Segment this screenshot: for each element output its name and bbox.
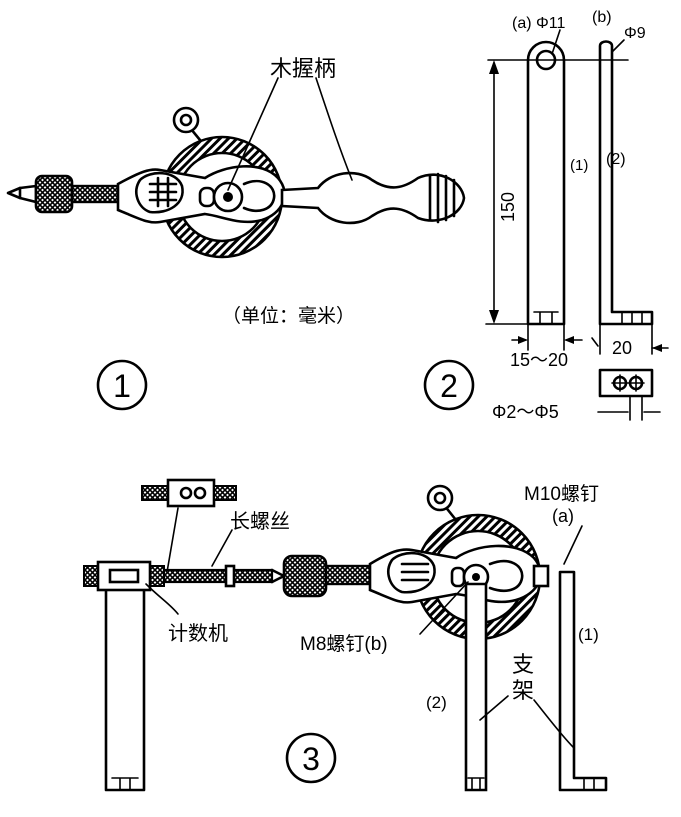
counter-detail: [141, 478, 237, 508]
assembly-shaft: [324, 564, 374, 586]
figure-1-number-circle: [96, 359, 148, 411]
part-1-label: (1): [570, 157, 588, 174]
wooden-handle: [280, 171, 466, 225]
drill-shaft: [70, 184, 122, 204]
m10-screw-a-label: (a): [552, 506, 574, 526]
long-screw-label: 长螺丝: [230, 509, 290, 533]
m10-screw-label: M10螺钉: [524, 483, 599, 505]
figure-1-number: 1: [113, 368, 131, 404]
hole-a-label: (a) Φ11: [512, 15, 565, 32]
counter-device: [83, 560, 165, 592]
drill-chuck: [34, 174, 74, 214]
hole-plate: [597, 368, 661, 421]
hole-b-label: (b): [592, 9, 612, 26]
figure-3-assembly: 长螺丝 计数机: [83, 478, 608, 792]
figure-1-hand-drill: 木握柄 （单位：毫米） 1: [6, 57, 466, 411]
handle-leader-1: [227, 77, 279, 191]
crank-handle: [172, 106, 202, 142]
assembly-part-2-label: (2): [426, 693, 447, 712]
left-stand: [104, 568, 146, 792]
bracket-2: [598, 40, 654, 326]
assembly-frame: [368, 544, 550, 604]
bracket-1: [526, 40, 566, 326]
stand-label-1: 支: [512, 653, 534, 678]
figure-3-number: 3: [302, 741, 320, 777]
assembly-crank: [426, 484, 458, 522]
assembly-chuck: [282, 554, 328, 598]
length-150: 150: [498, 192, 518, 222]
handle-label: 木握柄: [270, 57, 336, 82]
foot-dim: 20: [612, 338, 632, 358]
figure-2-brackets: 150 (a) Φ11 (b) Φ9 (1) (2) 15～20 20 Φ2～Φ…: [423, 9, 669, 422]
handle-leader-2: [315, 77, 353, 181]
counter-label: 计数机: [168, 621, 228, 645]
figure-2-number: 2: [440, 368, 458, 404]
figure-3-number-circle: [285, 732, 337, 784]
hole-b-diameter: Φ9: [624, 25, 646, 42]
stand-label-2: 架: [512, 679, 534, 704]
part-2-label: (2): [606, 151, 626, 168]
assembly-bracket-2: [464, 582, 488, 792]
long-screw: [162, 564, 286, 588]
assembly-part-1-label: (1): [578, 625, 599, 644]
assembly-bracket-1: [558, 570, 608, 792]
drill-bit: [6, 184, 38, 204]
units-note: （单位：毫米）: [222, 305, 355, 327]
figure-2-number-circle: [423, 359, 475, 411]
width-dim: 15～20: [510, 350, 568, 370]
small-holes-dim: Φ2～Φ5: [492, 402, 559, 422]
m8-screw-label: M8螺钉(b): [300, 633, 388, 655]
